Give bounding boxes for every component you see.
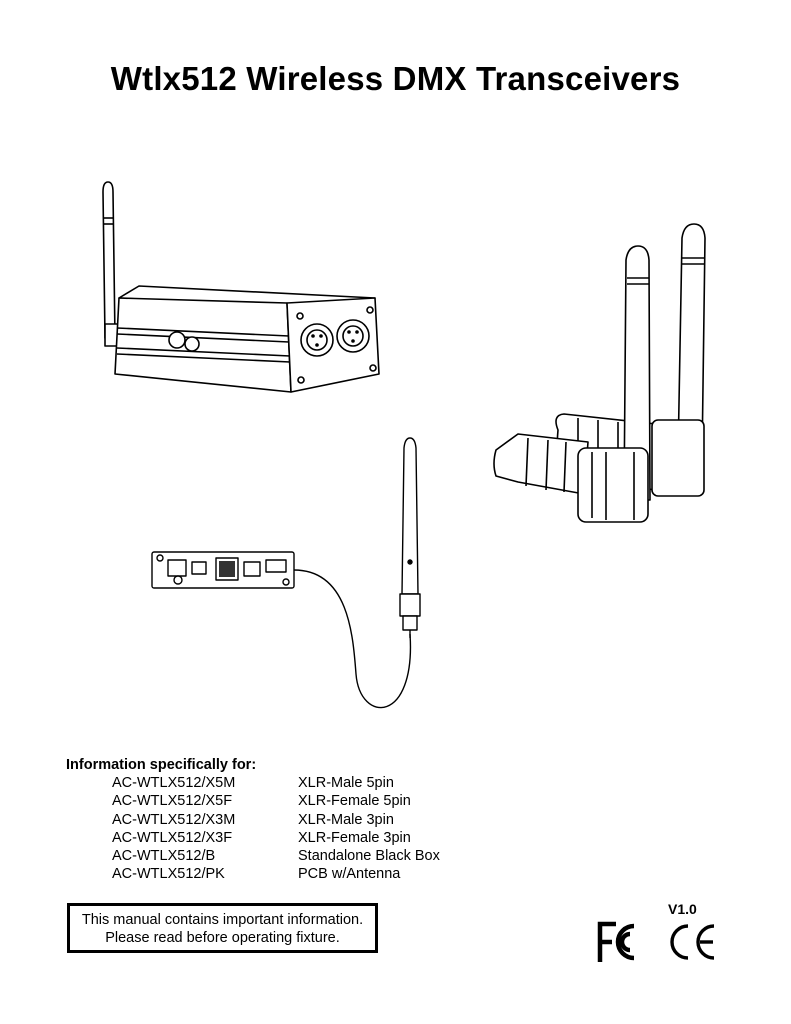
- ce-mark-icon: [670, 924, 715, 960]
- model-description: PCB w/Antenna: [298, 866, 401, 883]
- model-row: AC-WTLX512/X5F XLR-Female 5pin: [66, 792, 440, 810]
- notice-box: This manual contains important informati…: [67, 903, 378, 953]
- model-row: AC-WTLX512/PK PCB w/Antenna: [66, 865, 440, 883]
- model-description: XLR-Male 3pin: [298, 811, 394, 828]
- info-heading: Information specifically for:: [66, 757, 257, 773]
- fcc-logo-icon: [597, 921, 635, 962]
- version-label: V1.0: [668, 901, 697, 917]
- model-description: XLR-Female 3pin: [298, 829, 411, 846]
- model-description: XLR-Female 5pin: [298, 793, 411, 810]
- model-code: AC-WTLX512/B: [112, 848, 216, 865]
- model-code: AC-WTLX512/PK: [112, 866, 225, 883]
- notice-line: This manual contains important informati…: [81, 912, 364, 928]
- notice-line: Please read before operating fixture.: [105, 930, 340, 946]
- page-title: Wtlx512 Wireless DMX Transceivers: [110, 60, 681, 97]
- model-description: Standalone Black Box: [298, 848, 440, 865]
- model-code: AC-WTLX512/X5M: [112, 775, 236, 792]
- model-row: AC-WTLX512/X3F XLR-Female 3pin: [66, 829, 440, 847]
- model-row: AC-WTLX512/X3M XLR-Male 3pin: [66, 811, 440, 829]
- model-row: AC-WTLX512/X5M XLR-Male 5pin: [66, 774, 440, 792]
- model-row: AC-WTLX512/B Standalone Black Box: [66, 847, 440, 865]
- xlr-transceivers-illustration: [493, 223, 706, 523]
- model-code: AC-WTLX512/X5F: [112, 793, 233, 810]
- model-info: Information specifically for: AC-WTLX512…: [66, 756, 440, 883]
- black-box-illustration: [102, 181, 380, 393]
- pcb-antenna-illustration: [151, 437, 421, 709]
- model-code: AC-WTLX512/X3F: [112, 829, 233, 846]
- model-code: AC-WTLX512/X3M: [112, 811, 236, 828]
- model-description: XLR-Male 5pin: [298, 775, 394, 792]
